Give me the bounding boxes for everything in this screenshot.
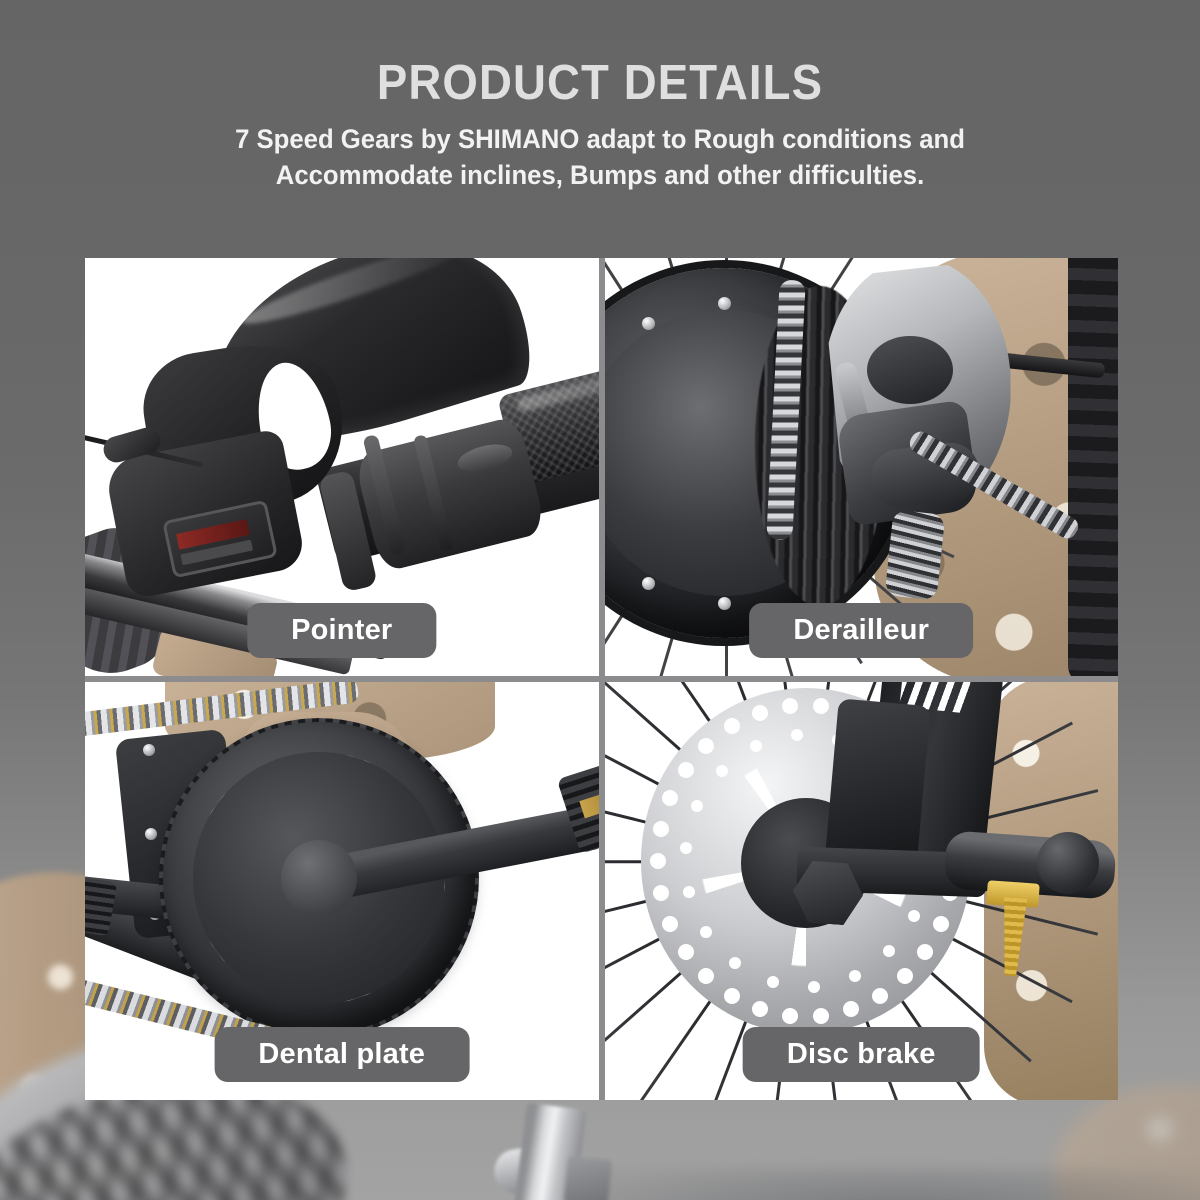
rotor-hole [766,976,779,989]
rotor-hole [812,698,829,715]
page-subtitle: 7 Speed Gears by SHIMANO adapt to Rough … [18,122,1182,193]
rotor-hole [691,800,704,813]
cell-label-dental-plate: Dental plate [214,1027,470,1082]
rotor-hole [782,698,799,715]
rotor-hole [751,705,768,722]
rotor-hole [652,820,669,837]
rotor-hole [662,789,679,806]
rotor-hole [729,957,742,970]
backdrop-seatpost-clamp [563,1155,613,1200]
rotor-hole [723,987,740,1004]
rotor-hole [917,944,934,961]
gallery-cell-pointer[interactable]: Pointer [85,258,599,676]
rotor-hole [715,764,728,777]
hub-bolt [641,577,655,591]
rotor-hole [649,853,666,869]
hub-bolt [717,296,731,310]
rotor-hole [750,740,763,753]
rotor-hole [871,987,888,1004]
tire-tread [1068,258,1118,676]
rotor-hole [896,968,913,985]
backdrop-seatpost [513,1102,587,1200]
rotor-hole [848,969,861,982]
guard-cutout [866,336,953,404]
rotor-hole [698,968,715,985]
guard-bolt [145,828,157,840]
rotor-hole [843,1000,860,1017]
rotor-hole [790,729,803,742]
cell-label-derailleur: Derailleur [749,603,974,658]
rotor-hole [883,945,896,958]
rotor-hole [932,916,949,933]
cell-label-pointer: Pointer [247,603,437,658]
rotor-hole [751,1000,768,1017]
product-detail-gallery: Pointer Derailleur [85,258,1118,1100]
rotor-hole [812,1007,829,1024]
rotor-hole [907,909,920,922]
rotor-hole [662,916,679,933]
rotor-hole [677,944,694,961]
page-title: PRODUCT DETAILS [376,56,824,110]
axle-end-cap [1036,832,1099,894]
gallery-cell-dental-plate[interactable]: Dental plate [85,682,599,1100]
guard-bolt [143,744,155,756]
backdrop-shadow [600,1168,1200,1200]
crank-spindle-cap [281,840,357,916]
rotor-hole [700,925,713,938]
hub-bolt [641,316,655,330]
page-subtitle-line-1: 7 Speed Gears by SHIMANO adapt to Rough … [235,124,965,154]
rotor-hole [683,886,696,899]
gallery-cell-disc-brake[interactable]: Disc brake [604,682,1118,1100]
derailleur-pulley [884,509,945,601]
rotor-hole [723,718,740,735]
rotor-hole [680,842,693,855]
rotor-hole [782,1007,799,1024]
rotor-hole [677,761,694,778]
backdrop-seatpost-head [491,1139,583,1197]
page-header: PRODUCT DETAILS 7 Speed Gears by SHIMANO… [0,0,1200,193]
rotor-hole [652,885,669,902]
cell-label-disc-brake: Disc brake [742,1027,980,1082]
hub-bolt [717,597,731,611]
rotor-hole [698,737,715,754]
page-subtitle-line-2: Accommodate inclines, Bumps and other di… [275,159,925,190]
rotor-hole [808,980,821,993]
gallery-cell-derailleur[interactable]: Derailleur [604,258,1118,676]
